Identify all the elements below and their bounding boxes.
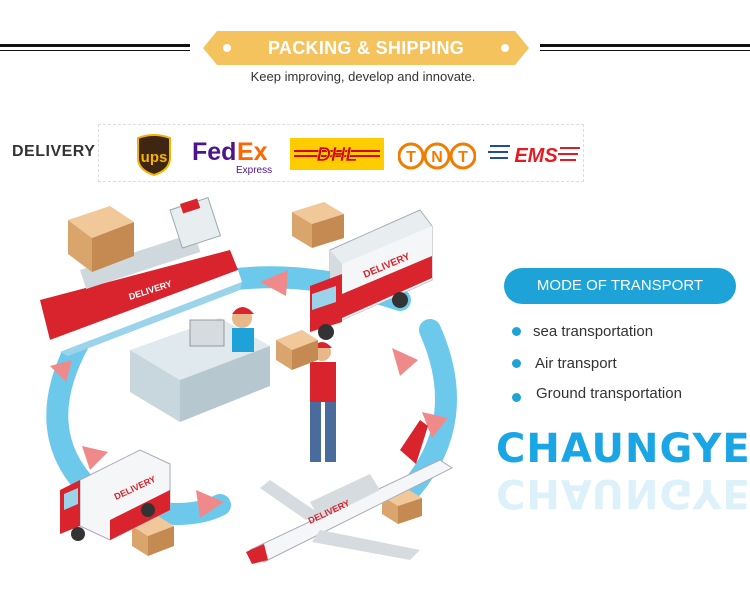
section-banner: PACKING & SHIPPING xyxy=(203,31,529,65)
shipping-cycle-illustration: DELIVERY xyxy=(20,190,490,600)
svg-text:ups: ups xyxy=(141,149,168,166)
svg-text:EMS: EMS xyxy=(514,145,558,167)
section-title: PACKING & SHIPPING xyxy=(267,38,465,58)
airplane-icon: DELIVERY xyxy=(246,420,453,564)
delivery-truck-icon: DELIVERY xyxy=(310,209,433,340)
banner-shape xyxy=(203,31,529,65)
fedex-logo: Fed Ex Express xyxy=(192,136,278,176)
header-left-rule xyxy=(0,44,190,47)
delivery-label: DELIVERY xyxy=(12,143,96,160)
header-right-rule xyxy=(540,44,750,47)
svg-text:Express: Express xyxy=(236,165,272,176)
transport-item-sea: sea transportation xyxy=(533,323,654,340)
svg-text:DHL: DHL xyxy=(316,144,357,166)
svg-text:T: T xyxy=(406,149,416,166)
brand-name-reflection: CHAUNGYE xyxy=(496,470,750,516)
svg-text:T: T xyxy=(458,149,468,166)
transport-item-ground: Ground transportation xyxy=(536,385,682,402)
courier-worker-icon xyxy=(276,330,336,462)
delivery-van-icon: DELIVERY xyxy=(60,449,171,541)
section-subtitle: Keep improving, develop and innovate. xyxy=(250,69,476,84)
header-right-rule-thin xyxy=(540,50,750,51)
svg-text:N: N xyxy=(431,149,443,166)
parcel-box-icon xyxy=(292,202,344,248)
office-desk-icon xyxy=(130,307,270,422)
ems-logo: EMS xyxy=(488,140,582,170)
flow-arrowheads xyxy=(50,270,448,518)
tnt-logo: T N T xyxy=(397,140,477,172)
svg-text:Ex: Ex xyxy=(237,138,268,166)
bullet-icon xyxy=(512,393,521,402)
parcel-box-icon xyxy=(382,488,422,524)
brand-name: CHAUNGYE xyxy=(496,426,750,472)
svg-text:Fed: Fed xyxy=(192,138,236,166)
ups-logo: ups xyxy=(134,134,174,177)
bullet-icon xyxy=(512,327,521,336)
cargo-ship-icon: DELIVERY xyxy=(40,197,242,356)
carrier-logo-strip xyxy=(98,124,584,182)
dhl-logo: DHL xyxy=(290,138,384,170)
bullet-icon xyxy=(512,359,521,368)
parcel-box-icon xyxy=(132,516,174,556)
mode-of-transport-heading: MODE OF TRANSPORT xyxy=(504,268,736,304)
transport-item-air: Air transport xyxy=(535,355,617,372)
parcel-box-icon xyxy=(68,206,134,272)
mode-of-transport-label: MODE OF TRANSPORT xyxy=(536,277,704,294)
header-left-rule-thin xyxy=(0,50,190,51)
